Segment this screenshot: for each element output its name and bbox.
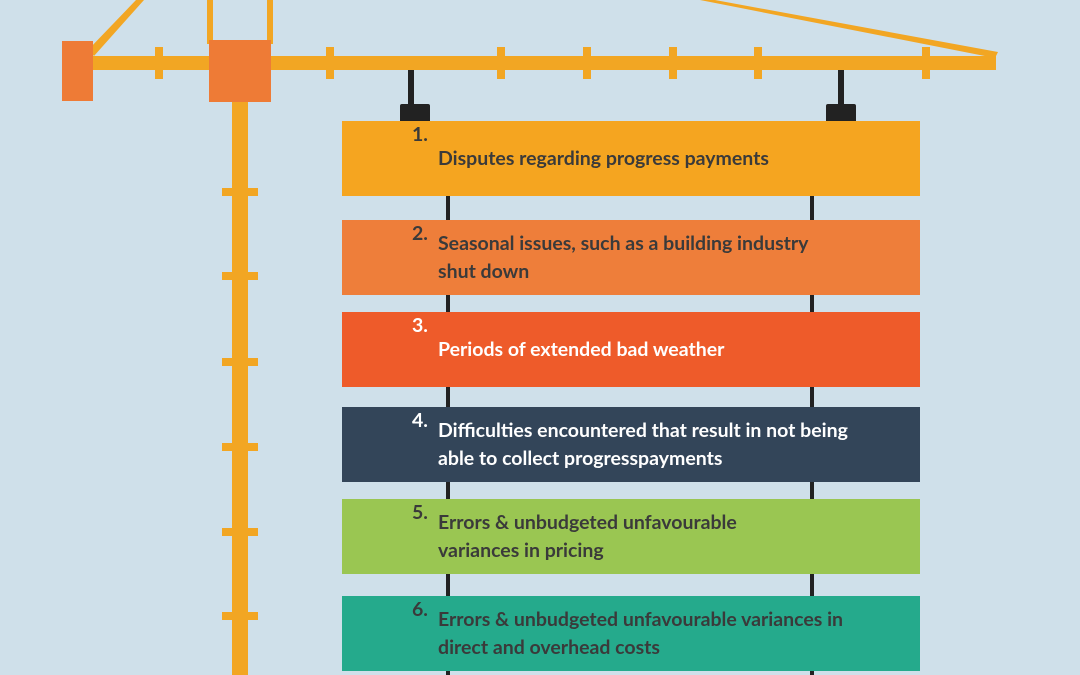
sign-text: Disputes regarding progress payments (438, 146, 769, 170)
sign-text: Errors & unbudgeted unfavourable varianc… (438, 510, 737, 562)
sign-text: Seasonal issues, such as a building indu… (438, 231, 808, 283)
sign-number: 4. (412, 409, 428, 432)
hook-clamps (400, 104, 856, 123)
sign-item-1: 1. Disputes regarding progress payments (342, 121, 920, 196)
mast-rungs (222, 188, 258, 620)
jib-tie-line (700, 0, 998, 58)
sign-item-3: 3. Periods of extended bad weather (342, 312, 920, 387)
jib-ticks (155, 47, 930, 79)
sign-item-5: 5. Errors & unbudgeted unfavourable vari… (342, 499, 920, 574)
crane-jib (90, 56, 996, 70)
sign-number: 3. (412, 314, 428, 337)
sign-item-6: 6. Errors & unbudgeted unfavourable vari… (342, 596, 920, 671)
sign-item-4: 4. Difficulties encountered that result … (342, 407, 920, 482)
counterweight-block (62, 41, 93, 101)
crane-top-frame (88, 0, 273, 56)
sign-number: 2. (412, 222, 428, 245)
sign-item-2: 2. Seasonal issues, such as a building i… (342, 220, 920, 295)
sign-text: Errors & unbudgeted unfavourable varianc… (438, 607, 844, 659)
operator-cab (209, 40, 271, 102)
sign-number: 1. (412, 123, 428, 146)
sign-text: Periods of extended bad weather (438, 337, 725, 361)
sign-number: 6. (412, 598, 428, 621)
sign-number: 5. (412, 501, 428, 524)
crane-mast (232, 100, 248, 675)
sign-text: Difficulties encountered that result in … (438, 418, 848, 470)
